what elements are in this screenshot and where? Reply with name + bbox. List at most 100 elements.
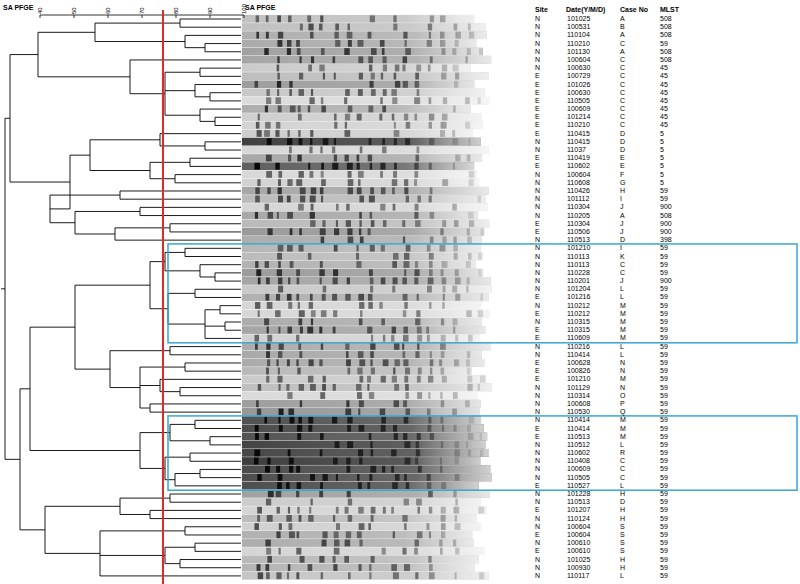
gel-lane [242,539,474,547]
table-cell: 100630 [567,64,590,72]
table-cell: 59 [660,285,668,293]
dendrogram-branch [38,32,95,33]
table-cell: 59 [660,498,668,506]
gel-lane [242,121,483,129]
dendrogram-branch [195,289,241,290]
table-cell: E [535,162,540,170]
column-header: Case No [620,6,648,14]
dendrogram-branch [75,233,115,234]
table-cell: E [535,547,540,555]
table-cell: J [620,220,624,228]
table-cell: 59 [660,474,668,482]
table-cell: 59 [660,482,668,490]
dendrogram-branch [140,207,241,208]
table-cell: 100930 [567,564,590,572]
table-cell: S [620,523,625,531]
table-cell: M [620,310,626,318]
dendrogram-branch [190,453,241,454]
dendrogram-branch [195,96,210,97]
table-cell: 110216 [567,343,590,351]
gel-lane [242,162,474,170]
column-header: Site [535,6,548,14]
table-cell: C [620,474,625,482]
table-cell: 45 [660,64,668,72]
axis-title: SA PFGE [3,4,33,12]
dendrogram-branch [215,272,241,273]
table-cell: 59 [660,425,668,433]
table-cell: H [620,564,625,572]
table-cell: 110315 [567,326,590,334]
table-cell: 110426 [567,187,590,195]
table-cell: 5 [660,130,664,138]
gel-lane [242,97,489,105]
table-cell: 59 [660,244,668,252]
dendrogram-branch [165,563,180,564]
table-cell: E [535,425,540,433]
dendrogram-branch [175,485,241,486]
dendrogram-branch [10,54,38,55]
table-cell: 59 [660,400,668,408]
dendrogram-branch [195,543,241,544]
table-cell: 59 [660,465,668,473]
dendrogram-branch [170,440,210,441]
dendrogram-branch [5,118,10,119]
dendrogram-branch [10,182,70,183]
gel-lane [242,252,483,260]
table-cell: N [535,269,540,277]
dendrogram-branch [205,51,241,52]
table-cell: D [620,146,625,154]
table-cell: J [620,228,624,236]
dendrogram-branch [205,309,220,310]
table-cell: 900 [660,277,672,285]
table-cell: E [535,334,540,342]
table-cell: F [620,171,624,179]
table-cell: N [535,384,540,392]
table-cell: N [535,285,540,293]
table-cell: E [535,81,540,89]
table-cell: 900 [660,220,672,228]
table-cell: 110315 [567,318,590,326]
axis-ticks [40,15,244,18]
dendrogram-branch [45,553,100,554]
table-cell: C [620,97,625,105]
table-cell: C [620,465,625,473]
table-cell: M [620,326,626,334]
dendrogram-branch [150,162,190,163]
dendrogram-branch [130,59,241,60]
table-cell: 101025 [567,15,590,23]
table-cell: 101228 [567,490,590,498]
table-cell: C [620,56,625,64]
gel-lane [242,400,481,408]
table-cell: 110228 [567,269,590,277]
table-cell: 45 [660,97,668,105]
dendrogram-branch [200,469,241,470]
table-cell: E [535,154,540,162]
table-cell: 45 [660,89,668,97]
dendrogram-branch [180,19,241,20]
table-cell: 110408 [567,457,590,465]
table-cell: L [620,285,624,293]
dendrogram-branch [165,547,195,548]
axis-tick-label: 40 [37,7,44,14]
gel-lane [242,236,482,244]
cutoff-line [162,10,164,584]
table-cell: E [535,375,540,383]
gel-lane [242,351,482,359]
gel-lane [242,531,472,539]
table-cell: 59 [660,457,668,465]
table-cell: G [620,179,625,187]
table-cell: N [535,490,540,498]
table-cell: E [535,359,540,367]
table-cell: E [535,121,540,129]
gel-lane [242,293,489,301]
gel-lane [242,23,486,31]
table-cell: E [535,105,540,113]
table-cell: 110314 [567,392,590,400]
table-cell: D [620,130,625,138]
table-cell: 59 [660,506,668,514]
dendrogram-branch [75,211,140,212]
table-cell: 100604 [567,56,590,64]
table-cell: C [620,113,625,121]
table-cell: 508 [660,56,672,64]
dendrogram-branch [195,297,241,298]
